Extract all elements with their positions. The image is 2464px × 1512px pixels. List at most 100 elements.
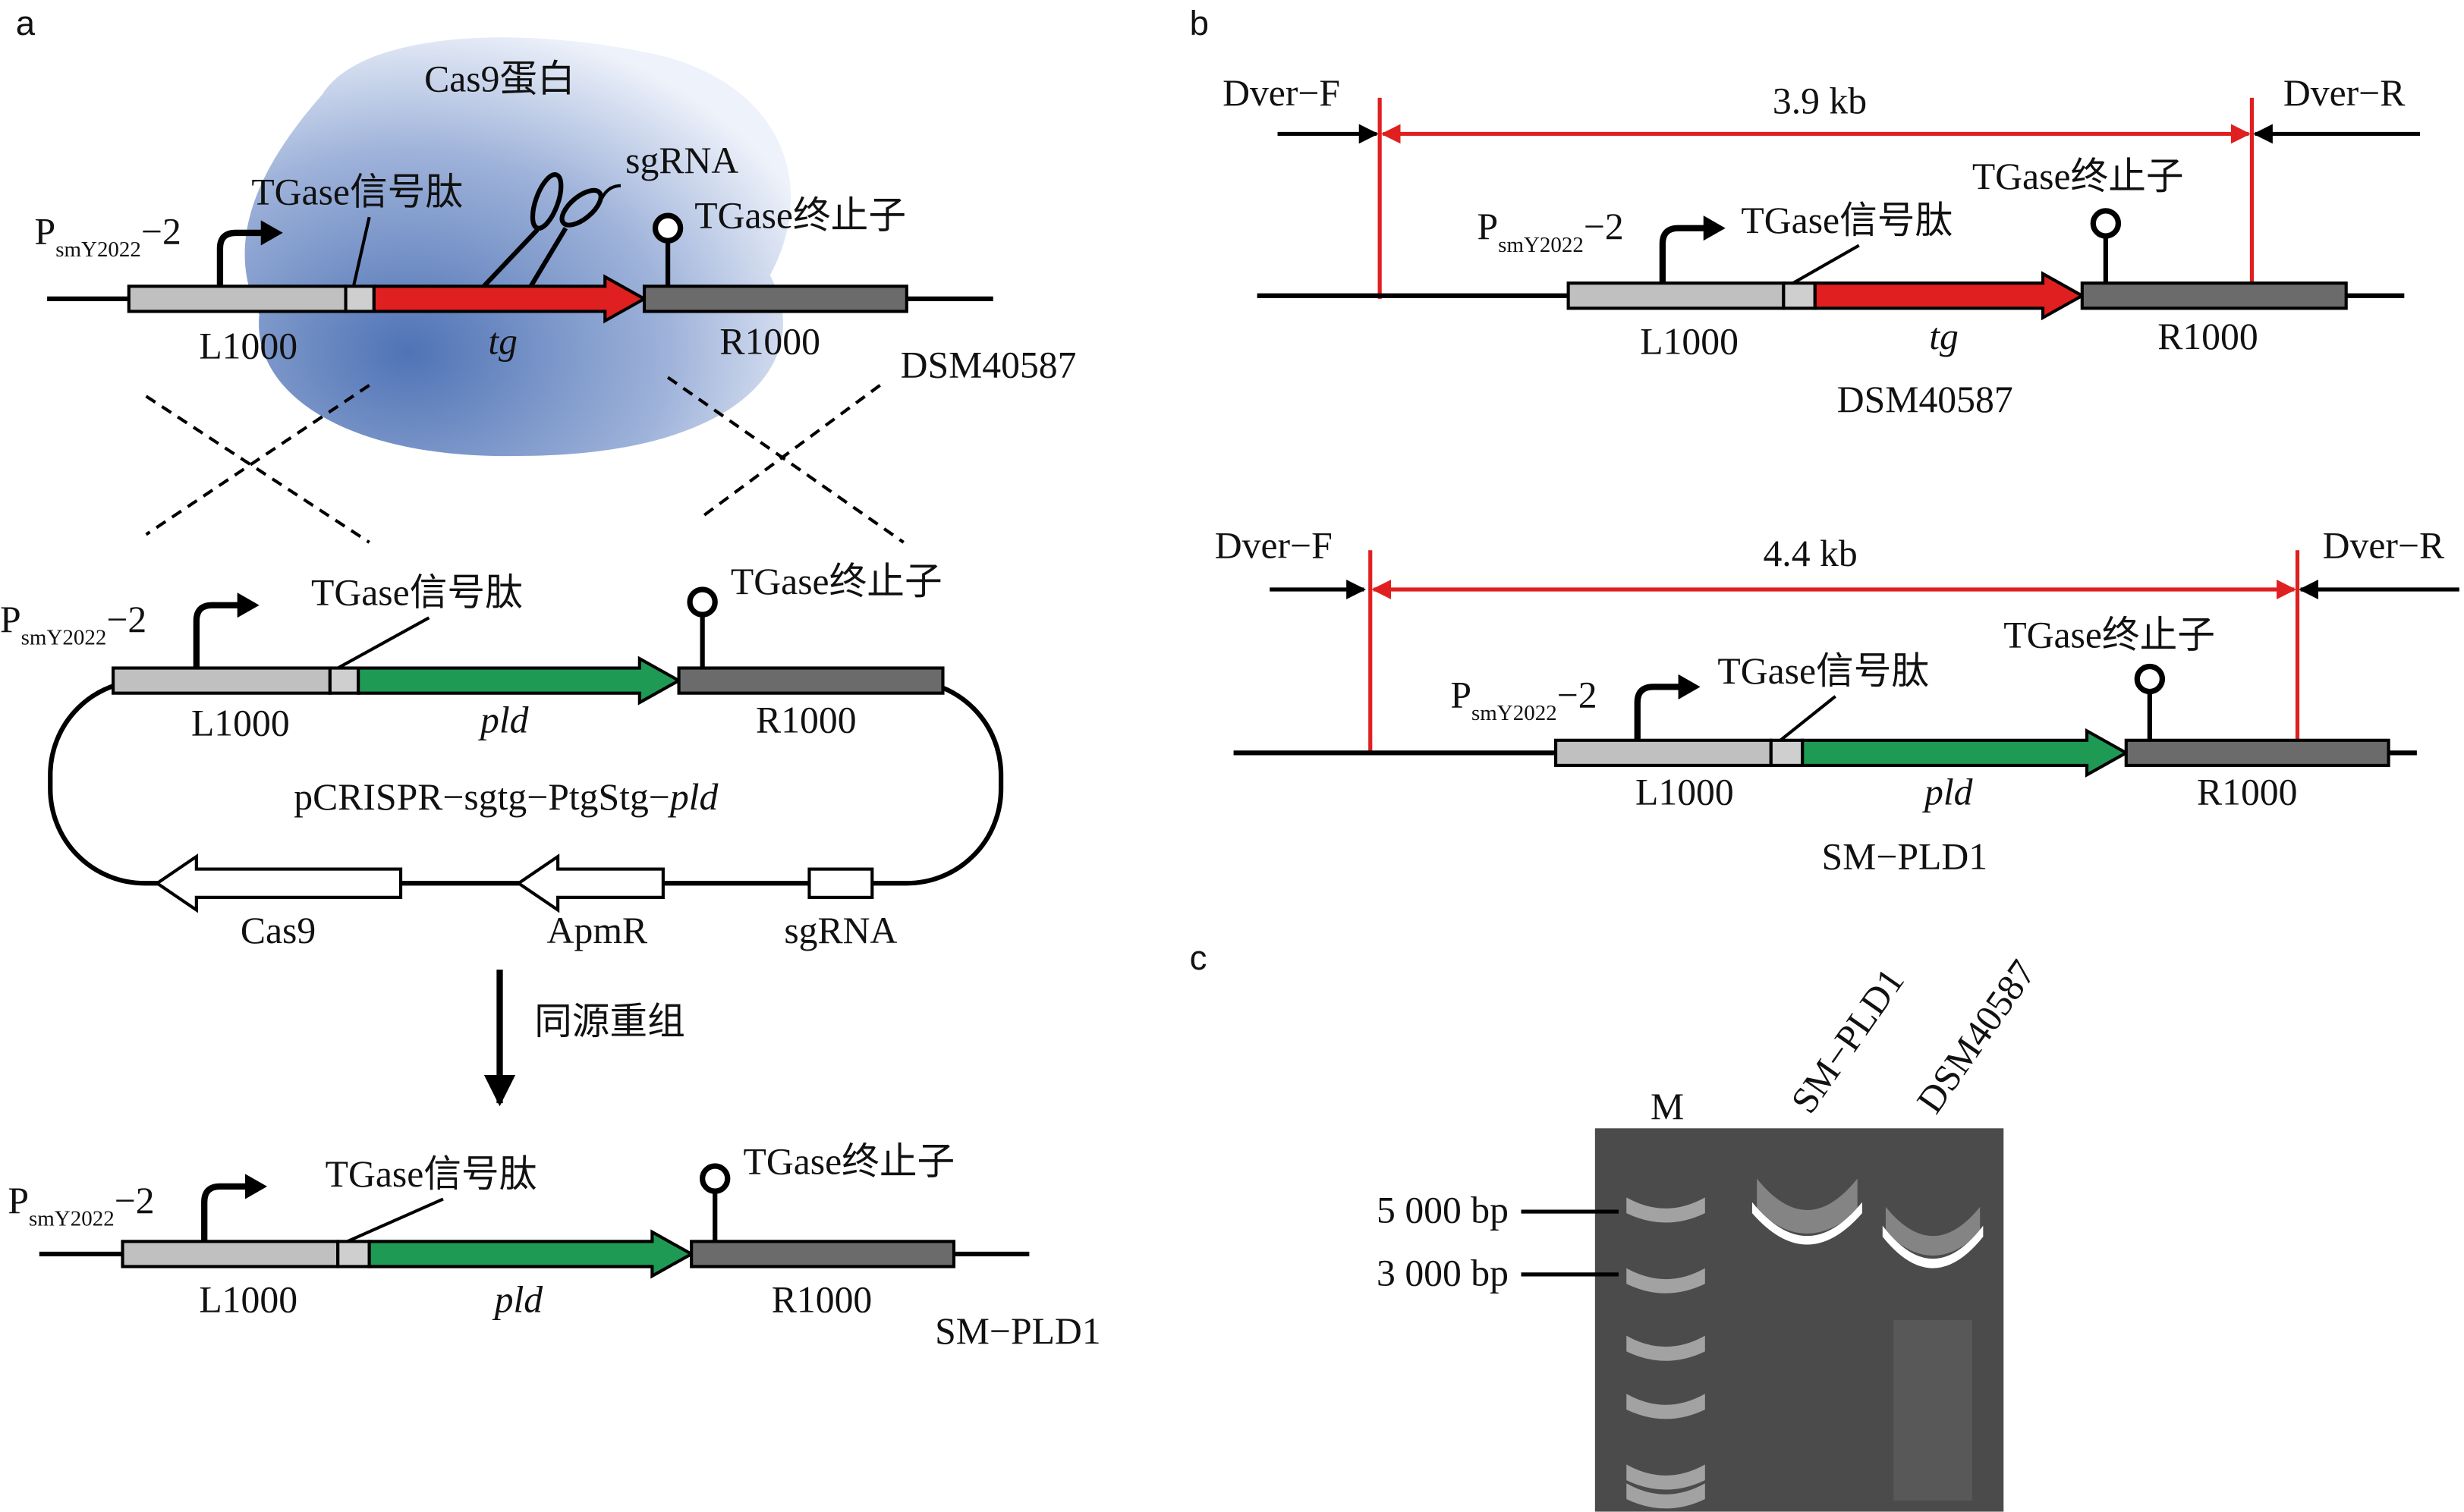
- plasmid-cas9-gene: [154, 853, 403, 913]
- terminator-icon: [652, 212, 684, 244]
- right-arm-label: R1000: [2157, 316, 2258, 357]
- recombination-label: 同源重组: [534, 1001, 685, 1042]
- promoter-label: PsmY2022−2: [8, 1180, 154, 1231]
- plasmid-name: pCRISPR−sgtg−PtgStg−pld: [294, 776, 718, 818]
- plasmid-apmr-label: ApmR: [547, 910, 648, 951]
- terminator-label: TGase终止子: [2003, 615, 2215, 656]
- lane-1-band: [1751, 1202, 1862, 1245]
- signal-peptide-leader: [1792, 244, 1860, 284]
- signal-peptide-label: TGase信号肽: [251, 171, 463, 213]
- signal-peptide-box: [1769, 738, 1805, 767]
- lane-2-smear: [1893, 1319, 1972, 1501]
- terminator-icon: [687, 586, 718, 618]
- strain-wt-label: DSM40587: [901, 344, 1077, 385]
- lane-2-label: DSM40587: [1909, 952, 2044, 1121]
- terminator-icon: [2090, 208, 2122, 239]
- promoter-arrowhead: [260, 220, 283, 246]
- primer-r-label: Dver−R: [2283, 72, 2406, 114]
- lane-2-band: [1882, 1225, 1984, 1268]
- gene-label: pld: [478, 699, 529, 740]
- target-gene-arrow: [1813, 271, 2086, 321]
- left-arm-label: L1000: [199, 1279, 297, 1321]
- promoter-arrowhead: [1678, 674, 1701, 699]
- left-arm-label: L1000: [1640, 320, 1739, 362]
- left-homology-arm: [121, 1240, 340, 1268]
- promoter-arrow-icon: [201, 1183, 249, 1242]
- lane-1-band-glow: [1757, 1178, 1858, 1234]
- right-homology-arm: [2080, 281, 2348, 310]
- panel-label-b: b: [1190, 4, 1209, 42]
- left-homology-arm: [1554, 738, 1773, 767]
- cas9-protein-label: Cas9蛋白: [424, 58, 575, 100]
- sgrna-label: sgRNA: [625, 140, 738, 181]
- signal-peptide-label: TGase信号肽: [311, 572, 523, 614]
- gene-label: pld: [1922, 772, 1973, 813]
- lane-2-band-glow: [1885, 1206, 1981, 1256]
- gel-bands: [1626, 1178, 1984, 1509]
- primer-f-label: Dver−F: [1215, 525, 1333, 567]
- promoter-arrow-icon: [1634, 684, 1682, 740]
- promoter-arrow-icon: [193, 602, 241, 668]
- signal-peptide-label: TGase信号肽: [326, 1153, 537, 1195]
- right-homology-arm: [677, 666, 945, 695]
- ladder-band: [1626, 1464, 1705, 1490]
- right-arm-label: R1000: [756, 699, 857, 740]
- promoter-arrow-icon: [1659, 225, 1707, 284]
- promoter-arrowhead: [237, 593, 260, 618]
- ladder-band: [1626, 1268, 1705, 1294]
- strain-mut-label: SM−PLD1: [1822, 836, 1988, 878]
- terminator-label: TGase终止子: [694, 195, 906, 237]
- promoter-label: PsmY2022−2: [1477, 206, 1624, 257]
- right-arm-label: R1000: [2197, 772, 2298, 813]
- lane-1-label: SM−PLD1: [1783, 960, 1912, 1121]
- ladder-band: [1626, 1483, 1705, 1509]
- strain-wt-label: DSM40587: [1837, 379, 2013, 420]
- promoter-arrowhead: [1703, 215, 1726, 241]
- signal-peptide-leader: [351, 216, 371, 287]
- strain-mut-label: SM−PLD1: [935, 1310, 1101, 1352]
- plasmid-sgrna-box: [807, 867, 874, 899]
- terminator-label: TGase终止子: [1972, 156, 2184, 197]
- target-gene-arrow: [1801, 728, 2130, 778]
- promoter-label: PsmY2022−2: [0, 599, 146, 650]
- promoter-arrowhead: [245, 1174, 268, 1199]
- panel-c: c M SM−PLD1 DSM40587 5 000 bp 3 000 bp: [1190, 938, 2044, 1512]
- plasmid-sgrna-label: sgRNA: [784, 910, 897, 951]
- primer-f-label: Dver−F: [1223, 72, 1340, 114]
- left-arm-label: L1000: [1635, 772, 1734, 813]
- signal-peptide-box: [344, 284, 376, 313]
- signal-peptide-box: [1782, 281, 1817, 310]
- signal-peptide-leader: [337, 616, 430, 670]
- target-gene-arrow: [367, 1229, 695, 1279]
- terminator-icon: [700, 1163, 731, 1194]
- promoter-label: PsmY2022−2: [35, 210, 181, 262]
- target-gene-arrow: [357, 655, 682, 706]
- promoter-arrow-icon: [216, 229, 264, 287]
- left-arm-label: L1000: [199, 325, 297, 367]
- gene-construct: PsmY2022−2 TGase信号肽 TGase终止子 L1000 tg R1000: [1257, 156, 2405, 362]
- left-homology-arm: [1566, 281, 1786, 310]
- right-homology-arm: [642, 284, 908, 313]
- terminator-label: TGase终止子: [743, 1140, 955, 1182]
- gene-label: tg: [1929, 316, 1959, 357]
- panel-a: a Cas9蛋白 sgRNA pCRISPR−sgtg−PtgStg−pld C…: [16, 4, 1101, 1352]
- ladder-band: [1626, 1197, 1705, 1223]
- lane-marker-label: M: [1651, 1086, 1684, 1127]
- signal-peptide-leader: [346, 1197, 444, 1243]
- left-arm-label: L1000: [191, 703, 290, 744]
- panel-label-c: c: [1190, 938, 1207, 977]
- right-homology-arm: [2124, 738, 2390, 767]
- left-homology-arm: [127, 284, 348, 313]
- promoter-label: PsmY2022−2: [1450, 674, 1597, 725]
- signal-peptide-box: [336, 1240, 371, 1268]
- size-label-3000: 3 000 bp: [1377, 1252, 1509, 1294]
- signal-peptide-box: [328, 666, 360, 695]
- plasmid-apmr-gene: [515, 853, 665, 913]
- signal-peptide-label: TGase信号肽: [1741, 200, 1953, 241]
- ladder-band: [1626, 1394, 1705, 1419]
